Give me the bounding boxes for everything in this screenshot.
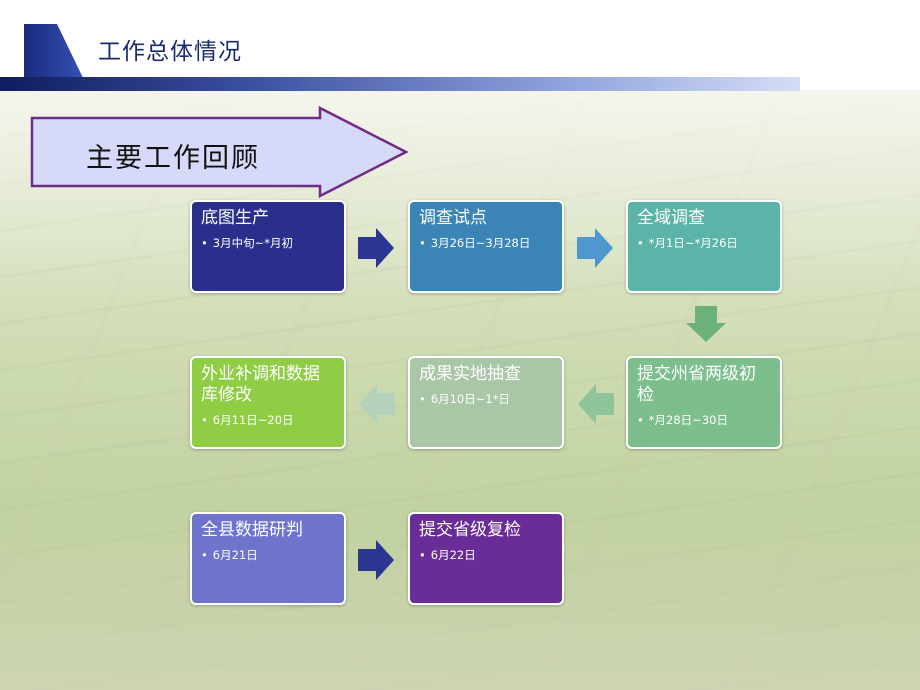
step-box-full-survey: 全域调查 *月1日~*月26日 — [626, 200, 782, 293]
step-title: 成果实地抽查 — [419, 364, 521, 384]
banner-arrow-shape — [30, 106, 409, 198]
step-title: 全域调查 — [637, 208, 705, 228]
slide-header: 工作总体情况 — [0, 0, 920, 91]
step-box-pilot: 调查试点 3月26日~3月28日 — [408, 200, 564, 293]
right-arrow-icon — [358, 228, 394, 268]
header-tab-shape — [24, 24, 84, 80]
down-arrow-icon — [686, 306, 726, 342]
step-date: 6月21日 — [201, 547, 336, 563]
step-date: 6月22日 — [419, 547, 554, 563]
step-date: *月1日~*月26日 — [637, 235, 772, 251]
step-box-initial-check: 提交州省两级初检 *月28日~30日 — [626, 356, 782, 449]
step-box-supplement: 外业补调和数据库修改 6月11日~20日 — [190, 356, 346, 449]
step-box-data-review: 全县数据研判 6月21日 — [190, 512, 346, 605]
step-date: 3月26日~3月28日 — [419, 235, 554, 251]
step-title: 底图生产 — [201, 208, 269, 228]
section-title: 主要工作回顾 — [86, 143, 260, 174]
step-title: 全县数据研判 — [201, 520, 303, 540]
step-title: 提交州省两级初检 — [637, 364, 756, 405]
step-date: *月28日~30日 — [637, 412, 772, 428]
step-box-base-map: 底图生产 3月中旬~*月初 — [190, 200, 346, 293]
step-title: 调查试点 — [419, 208, 487, 228]
section-banner-arrow: 主要工作回顾 — [30, 106, 410, 198]
step-date: 3月中旬~*月初 — [201, 235, 336, 251]
step-box-provincial-recheck: 提交省级复检 6月22日 — [408, 512, 564, 605]
left-arrow-icon — [359, 384, 395, 424]
right-arrow-icon — [577, 228, 613, 268]
page-title: 工作总体情况 — [98, 39, 242, 65]
right-arrow-icon — [358, 540, 394, 580]
step-box-field-inspection: 成果实地抽查 6月10日~1*日 — [408, 356, 564, 449]
left-arrow-icon — [578, 384, 614, 424]
step-title: 外业补调和数据库修改 — [201, 364, 320, 405]
step-date: 6月11日~20日 — [201, 412, 336, 428]
step-title: 提交省级复检 — [419, 520, 521, 540]
step-date: 6月10日~1*日 — [419, 391, 554, 407]
header-gradient-bar — [0, 77, 800, 91]
